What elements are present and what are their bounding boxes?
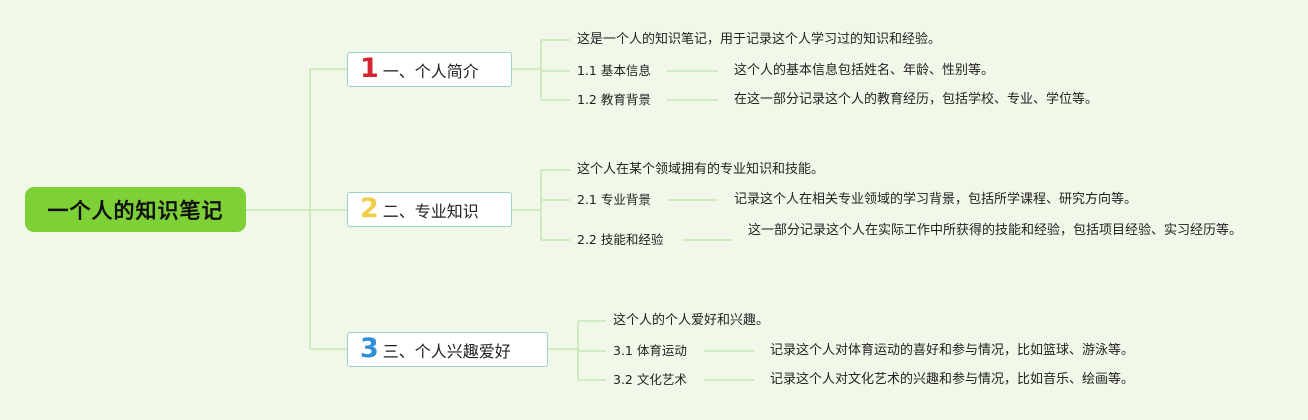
branch-title-1: 一、个人简介 (382, 61, 479, 81)
subtopic-desc-2-2[interactable]: 这一部分记录这个人在实际工作中所获得的技能和经验，包括项目经验、实习经历等。 (748, 223, 1243, 238)
subtopic-label-3-2[interactable]: 3.2 文化艺术 (613, 372, 687, 387)
subtopic-label-2-1[interactable]: 2.1 专业背景 (577, 192, 651, 207)
subtopic-label-3-1[interactable]: 3.1 体育运动 (613, 343, 687, 358)
branch-title-2: 二、专业知识 (382, 201, 479, 221)
subtopic-desc-3-1[interactable]: 记录这个人对体育运动的喜好和参与情况，比如篮球、游泳等。 (770, 343, 1135, 358)
branch-number-2: 2 (360, 193, 379, 224)
subtopic-desc-1-1[interactable]: 这个人的基本信息包括姓名、年龄、性别等。 (734, 63, 995, 78)
branch-summary-3[interactable]: 这个人的个人爱好和兴趣。 (613, 313, 770, 328)
branch-topic-2[interactable]: 2 二、专业知识 (347, 192, 512, 227)
subtopic-label-2-2[interactable]: 2.2 技能和经验 (577, 232, 664, 247)
subtopic-desc-2-1[interactable]: 记录这个人在相关专业领域的学习背景，包括所学课程、研究方向等。 (734, 192, 1138, 207)
branch-topic-1[interactable]: 1 一、个人简介 (347, 52, 512, 87)
branch-summary-2[interactable]: 这个人在某个领域拥有的专业知识和技能。 (577, 162, 825, 177)
branch-topic-3[interactable]: 3 三、个人兴趣爱好 (347, 332, 548, 367)
subtopic-label-1-2[interactable]: 1.2 教育背景 (577, 92, 651, 107)
subtopic-desc-3-2[interactable]: 记录这个人对文化艺术的兴趣和参与情况，比如音乐、绘画等。 (770, 372, 1135, 387)
branch-title-3: 三、个人兴趣爱好 (382, 341, 511, 361)
root-topic[interactable]: 一个人的知识笔记 (25, 187, 246, 232)
branch-number-3: 3 (360, 333, 379, 364)
subtopic-label-1-1[interactable]: 1.1 基本信息 (577, 63, 651, 78)
root-title: 一个人的知识笔记 (47, 198, 224, 223)
branch-number-1: 1 (360, 53, 379, 84)
branch-summary-1[interactable]: 这是一个人的知识笔记，用于记录这个人学习过的知识和经验。 (577, 32, 942, 47)
subtopic-desc-1-2[interactable]: 在这一部分记录这个人的教育经历，包括学校、专业、学位等。 (734, 92, 1099, 107)
